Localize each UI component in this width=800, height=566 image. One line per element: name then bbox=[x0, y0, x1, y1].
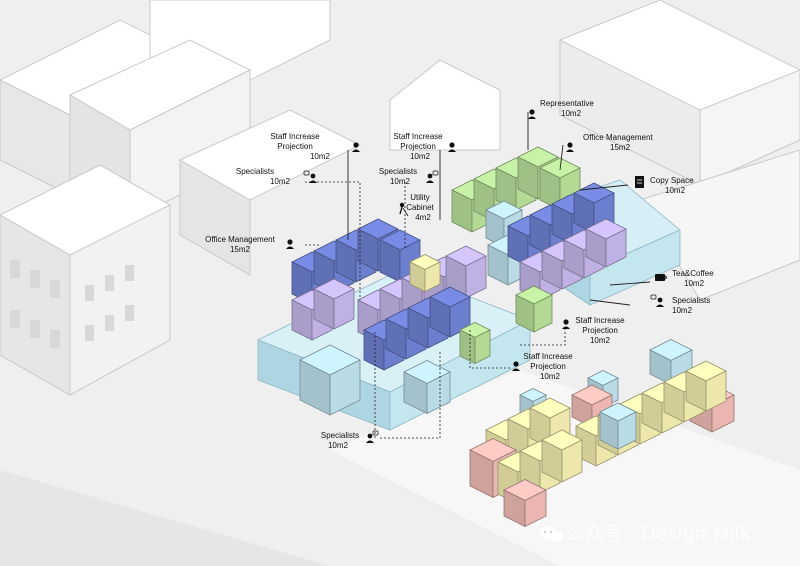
label-tea-coffee: Tea&Coffee 10m2 bbox=[655, 269, 714, 288]
label-representative: Representative 10m2 bbox=[528, 99, 594, 119]
label-copy-space: Copy Space 10m2 bbox=[635, 176, 694, 195]
svg-text:15m2: 15m2 bbox=[610, 143, 631, 152]
svg-text:15m2: 15m2 bbox=[230, 245, 251, 254]
svg-text:Specialists: Specialists bbox=[321, 431, 359, 440]
blue-box bbox=[429, 286, 471, 338]
svg-text:10m2: 10m2 bbox=[672, 306, 693, 315]
svg-text:Specialists: Specialists bbox=[236, 167, 274, 176]
label-staff-increase-right: Staff Increase Projection 10m2 bbox=[562, 316, 625, 345]
light-blue-box bbox=[299, 344, 361, 416]
label-staff-increase-low: Staff Increase Projection 10m2 bbox=[512, 352, 573, 381]
svg-text:4m2: 4m2 bbox=[415, 213, 431, 222]
label-specialists-mid: Specialists 10m2 bbox=[379, 167, 439, 186]
speech-person-icon bbox=[366, 430, 379, 443]
svg-text:Projection: Projection bbox=[277, 142, 313, 151]
svg-text:Representative: Representative bbox=[540, 99, 594, 108]
green-box bbox=[515, 285, 553, 333]
svg-text:Office Management: Office Management bbox=[205, 235, 275, 244]
cleaner-icon bbox=[399, 202, 409, 217]
context-buildings bbox=[0, 0, 800, 396]
svg-text:10m2: 10m2 bbox=[410, 152, 431, 161]
svg-text:公众号 · Design Milk: 公众号 · Design Milk bbox=[566, 523, 751, 545]
label-office-management-left: Office Management 15m2 bbox=[205, 235, 294, 254]
leader-lines bbox=[305, 112, 651, 439]
program-volumes bbox=[291, 146, 735, 528]
watermark: 公众号 · Design Milk bbox=[540, 523, 751, 545]
classical-facade-windows bbox=[10, 260, 134, 348]
svg-text:Staff Increase: Staff Increase bbox=[393, 132, 443, 141]
svg-text:10m2: 10m2 bbox=[328, 441, 349, 450]
person-icon bbox=[562, 319, 570, 329]
pink-box bbox=[503, 479, 547, 528]
label-specialists-right: Specialists 10m2 bbox=[650, 294, 710, 315]
light-blue-box bbox=[485, 200, 523, 248]
label-utility-cabinet: Utility Cabinet 4m2 bbox=[399, 193, 435, 222]
light-blue-box bbox=[403, 360, 451, 415]
svg-text:10m2: 10m2 bbox=[310, 152, 331, 161]
person-icon bbox=[528, 109, 536, 119]
label-staff-increase-left: Staff Increase Projection 10m2 bbox=[270, 132, 360, 161]
svg-text:Projection: Projection bbox=[582, 326, 618, 335]
svg-text:10m2: 10m2 bbox=[665, 186, 686, 195]
svg-text:Cabinet: Cabinet bbox=[406, 203, 434, 212]
speech-person-icon bbox=[426, 170, 439, 183]
svg-text:Staff Increase: Staff Increase bbox=[523, 352, 573, 361]
lavender-box bbox=[313, 278, 355, 330]
person-icon bbox=[512, 361, 520, 371]
svg-text:Copy Space: Copy Space bbox=[650, 176, 694, 185]
green-box bbox=[459, 322, 491, 365]
svg-text:Staff Increase: Staff Increase bbox=[270, 132, 320, 141]
yellow-box bbox=[685, 360, 727, 412]
svg-text:10m2: 10m2 bbox=[590, 336, 611, 345]
yellow-box bbox=[409, 254, 441, 293]
watermark-logo-icon bbox=[540, 526, 564, 543]
speech-person-icon bbox=[303, 170, 317, 183]
street-band bbox=[0, 470, 330, 566]
label-specialists-left: Specialists 10m2 bbox=[236, 167, 317, 186]
label-specialists-bottom: Specialists 10m2 bbox=[321, 430, 379, 450]
svg-text:Office Management: Office Management bbox=[583, 133, 653, 142]
svg-text:10m2: 10m2 bbox=[561, 109, 582, 118]
svg-text:10m2: 10m2 bbox=[684, 279, 705, 288]
svg-text:10m2: 10m2 bbox=[270, 177, 291, 186]
person-icon bbox=[286, 239, 294, 249]
person-icon bbox=[448, 142, 456, 152]
yellow-box bbox=[541, 429, 583, 483]
person-icon bbox=[566, 142, 574, 152]
svg-text:Utility: Utility bbox=[410, 193, 430, 202]
label-office-management-right: Office Management 15m2 bbox=[566, 133, 653, 152]
svg-text:Tea&Coffee: Tea&Coffee bbox=[672, 269, 714, 278]
cup-icon bbox=[655, 274, 667, 281]
svg-text:Projection: Projection bbox=[530, 362, 566, 371]
speech-person-icon bbox=[650, 294, 664, 307]
label-staff-increase-mid: Staff Increase Projection 10m2 bbox=[393, 132, 456, 161]
svg-text:Specialists: Specialists bbox=[672, 296, 710, 305]
svg-text:Specialists: Specialists bbox=[379, 167, 417, 176]
lavender-box bbox=[585, 218, 627, 268]
svg-text:Staff Increase: Staff Increase bbox=[575, 316, 625, 325]
svg-text:10m2: 10m2 bbox=[390, 177, 411, 186]
person-icon bbox=[352, 142, 360, 152]
copy-document-icon bbox=[635, 176, 644, 188]
svg-text:10m2: 10m2 bbox=[540, 372, 561, 381]
light-blue-box bbox=[599, 402, 637, 450]
svg-text:Projection: Projection bbox=[400, 142, 436, 151]
